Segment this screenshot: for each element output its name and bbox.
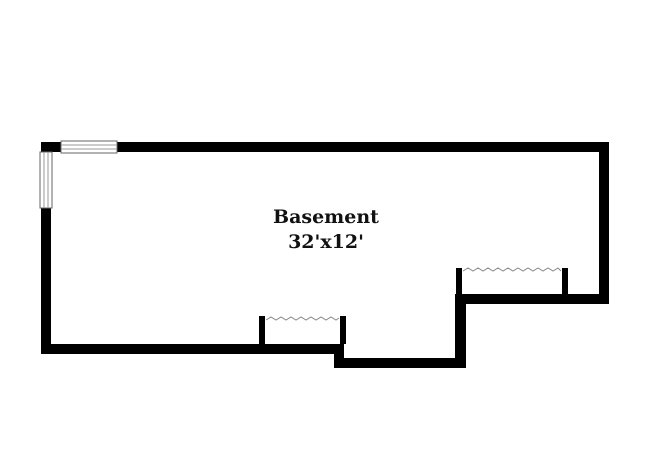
wall-step-left <box>334 344 344 368</box>
closet-right <box>456 267 568 294</box>
wall-bottom-right <box>334 358 466 368</box>
wall-right <box>599 142 609 304</box>
wall-top <box>41 142 609 152</box>
walls <box>41 142 609 368</box>
wall-bottom-left <box>41 344 344 354</box>
wall-right-lower <box>455 294 609 304</box>
closet-bottom <box>259 316 346 344</box>
bifold-door-right <box>462 267 562 272</box>
room-name: Basement <box>273 206 379 228</box>
room-dimensions: 32'x12' <box>288 231 364 253</box>
window-left <box>39 151 53 209</box>
wall-step <box>455 294 466 368</box>
window-top <box>60 140 118 154</box>
bifold-door-bottom <box>265 316 340 321</box>
wall-left <box>41 142 51 354</box>
